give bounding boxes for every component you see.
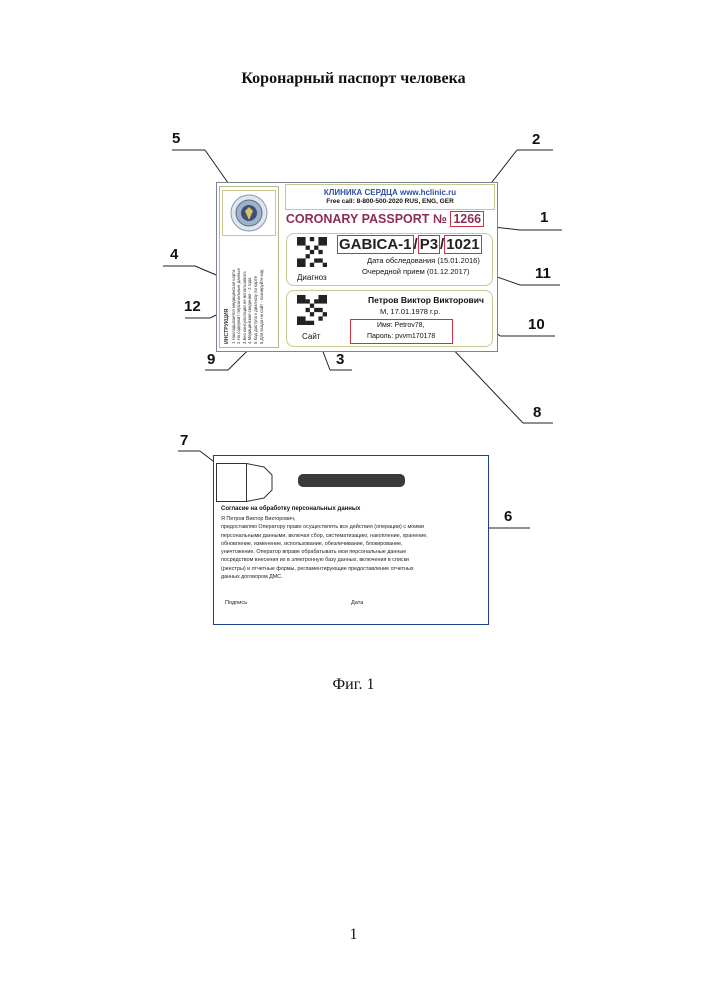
diagnosis-code: GABICA-1/P3/1021 [337,236,482,253]
magnetic-stripe [298,474,405,487]
leader-3 [322,349,330,370]
consent-line: Я Петров Виктор Викторович, [221,515,483,523]
exam-date-line: Дата обследования (15.01.2016) [367,256,480,265]
consent-line: персональными данными, включая сбор, сис… [221,532,483,540]
exam-date-value: (15.01.2016) [437,256,480,265]
clinic-phone: Free call: 8-800-500-2020 RUS, ENG, GER [286,198,494,205]
consent-text: Я Петров Виктор Викторович, предоставляю… [221,515,483,581]
clinic-name: КЛИНИКА СЕРДЦА www.hclinic.ru [286,188,494,197]
clinic-logo [222,190,276,236]
instruction-line: 2.На содержит персональные данные [236,268,241,344]
next-visit-line: Очередной прием (01.12.2017) [362,267,469,276]
login-line: Имя: Petrov78, [377,322,425,329]
consent-line: предоставляю Оператору право осуществлят… [221,523,483,531]
callout-10: 10 [528,316,545,333]
consent-title: Согласие на обработку персональных данны… [221,506,360,512]
password-line: Пароль: pvvm170178 [367,333,435,340]
patient-info: М, 17.01.1978 г.р. [380,307,440,316]
consent-line: уничтожение. Оператор вправе обрабатыват… [221,548,483,556]
instruction-line: 1.Накладывается медицинская карта [231,270,236,344]
next-visit-label: Очередной прием [362,267,425,276]
instruction-line: 5.Код доступа к диагнозу по карте [253,276,258,344]
callout-8: 8 [533,404,541,421]
diagnosis-code-c: 1021 [444,235,481,254]
leader-8 [448,344,523,423]
passport-label: CORONARY PASSPORT № [286,212,447,226]
site-qr-label: Сайт [302,332,320,341]
instruction-line: 3.Без консультации не использовать [242,271,247,344]
instructions-text: ИНСТРУКЦИЯ 1.Накладывается медицинская к… [224,244,276,344]
consent-line: (реестры) и отчетные формы, регламентиру… [221,565,483,573]
patient-name: Петров Виктор Викторович [368,295,484,305]
diagnosis-code-b: P3 [418,235,440,254]
figure-caption: Фиг. 1 [0,676,707,694]
next-visit-value: (01.12.2017) [427,267,470,276]
signature-label: Подпись [225,600,247,606]
callout-7: 7 [180,432,188,449]
callout-6: 6 [504,508,512,525]
exam-date-label: Дата обследования [367,256,435,265]
instruction-line: 6.Для входа на сайт - сканируйте код [259,270,264,344]
diagnosis-qr-code [297,237,327,267]
passport-title: CORONARY PASSPORT № 1266 [285,212,485,226]
callout-9: 9 [207,351,215,368]
chip-contact-icon [216,463,278,502]
callout-1: 1 [540,209,548,226]
callout-2: 2 [532,131,540,148]
instructions-title: ИНСТРУКЦИЯ [224,309,230,344]
date-label: Дата [351,600,363,606]
consent-line: обновление, изменение, использование, об… [221,540,483,548]
page-number: 1 [0,926,707,944]
passport-number: 1266 [450,211,484,227]
callout-4: 4 [170,246,178,263]
callout-12: 12 [184,298,201,315]
callout-3: 3 [336,351,344,368]
consent-line: посредством внесения их в электронную ба… [221,556,483,564]
diagnosis-code-a: GABICA-1 [337,235,414,254]
clinic-emblem-icon [229,193,269,233]
clinic-header: КЛИНИКА СЕРДЦА www.hclinic.ru Free call:… [285,184,495,210]
diagnosis-qr-label: Диагноз [297,273,327,282]
consent-line: данных договором ДМС. [221,573,483,581]
callout-5: 5 [172,130,180,147]
callout-11: 11 [535,265,551,282]
site-qr-code [297,295,327,325]
instruction-line: 4.Медицинские сведения - 2 года [247,278,252,344]
